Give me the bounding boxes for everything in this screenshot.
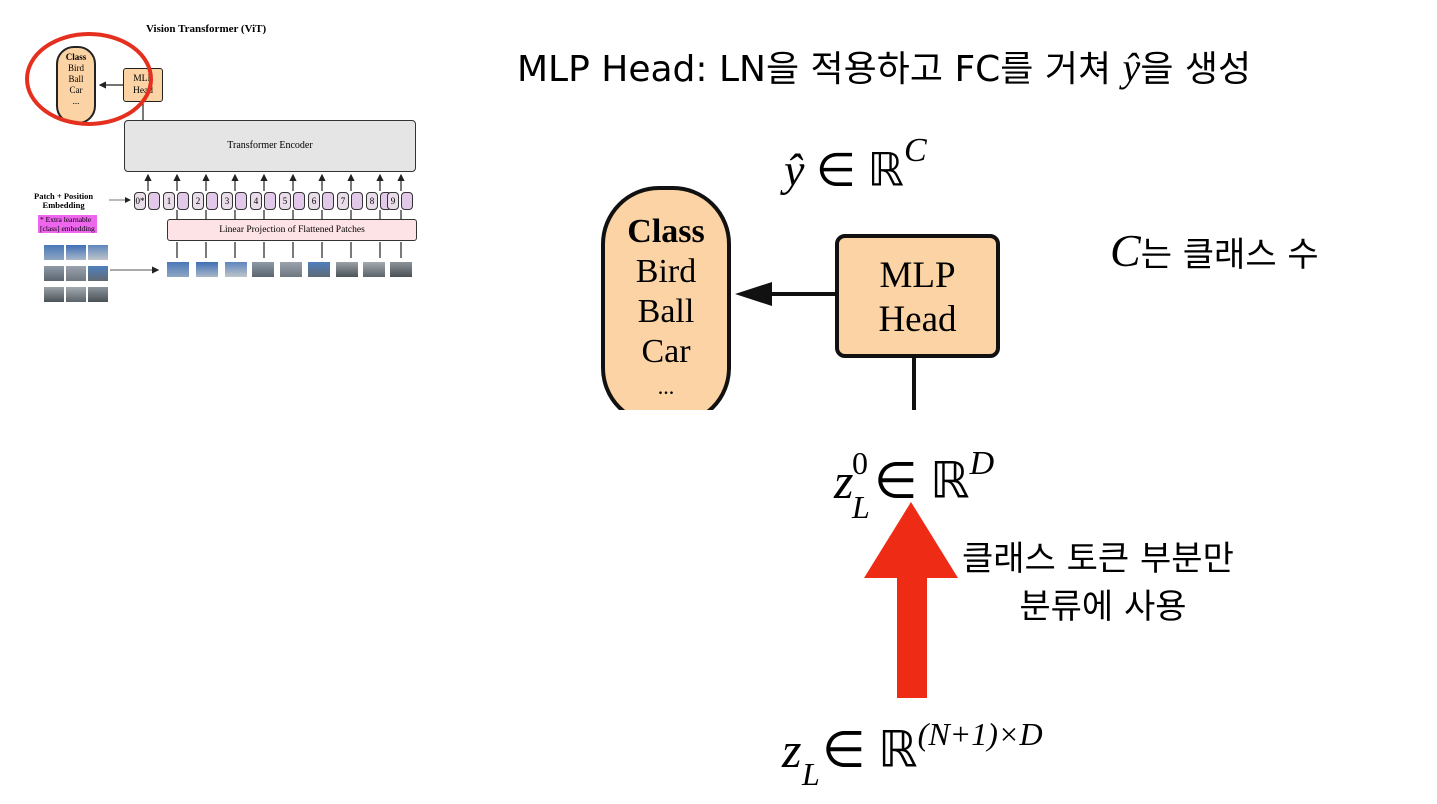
image-patch (88, 245, 108, 260)
thumbnail-position-token: 4 (250, 192, 262, 210)
image-patch (88, 266, 108, 281)
thumbnail-position-token: 8 (366, 192, 378, 210)
thumbnail-position-token: 5 (279, 192, 291, 210)
class-item: Bird (635, 253, 697, 290)
thumbnail-extra-line: * Extra learnable (40, 215, 92, 224)
class-item: ... (657, 374, 675, 399)
output-dimension: C (903, 132, 927, 169)
image-patch (167, 262, 189, 277)
image-patch (88, 287, 108, 302)
class-item: Car (641, 333, 691, 370)
mlp-head-box: MLP Head (835, 234, 1000, 358)
thumbnail-extra-learnable-note: * Extra learnable [class] embedding (38, 215, 97, 233)
mlp-head-line: Head (878, 299, 957, 340)
input-dimension: (N+1)×D (917, 716, 1043, 752)
thumbnail-patch-token (293, 192, 305, 210)
image-patch (44, 266, 64, 281)
thumbnail-class-item: Car (69, 85, 83, 95)
mlp-head-line: MLP (879, 255, 956, 296)
thumbnail-class-item: ... (72, 96, 80, 106)
mlp-to-class-arrowhead (735, 282, 772, 306)
thumbnail-patch-position-label: Patch + Position Embedding (34, 192, 93, 210)
thumbnail-pe-line: Patch + Position (34, 191, 94, 201)
z-symbol: z (782, 721, 802, 778)
image-patch (390, 262, 412, 277)
class-box-title: Class (627, 213, 705, 250)
thumbnail-patch-token (206, 192, 218, 210)
image-patch (66, 287, 86, 302)
thumbnail-class-item: Ball (68, 74, 84, 84)
thumbnail-highlight-ellipse (25, 32, 153, 126)
input-relation: ∈ ℝ (822, 721, 918, 778)
class-token-dimension: D (969, 445, 995, 482)
heading-y-hat: ŷ (1122, 45, 1141, 90)
class-box: Class Bird Ball Car ... (601, 186, 731, 426)
output-relation: ∈ ℝ (815, 144, 904, 196)
thumbnail-position-token: 3 (221, 192, 233, 210)
slide-heading: MLP Head: LN을 적용하고 FC를 거쳐 ŷ을 생성 (517, 40, 1251, 92)
thumbnail-patch-token (148, 192, 160, 210)
input-label: z L ∈ ℝ(N+1)×D (782, 708, 1043, 792)
class-token-relation: ∈ ℝ (874, 452, 970, 509)
crop-mask (590, 410, 750, 440)
thumbnail-mlp-head: MLP Head (123, 68, 163, 102)
z-symbol: z (834, 452, 854, 509)
thumbnail-position-token: 2 (192, 192, 204, 210)
z-subscript: L (802, 755, 820, 792)
thumbnail-position-token: 6 (308, 192, 320, 210)
thumbnail-patch-token (322, 192, 334, 210)
red-arrow-shaft (897, 576, 927, 698)
thumbnail-transformer-encoder: Transformer Encoder (124, 120, 416, 172)
thumbnail-class-item: Bird (67, 63, 84, 73)
thumbnail-patch-token (401, 192, 413, 210)
image-patch (66, 266, 86, 281)
output-label: ŷ ∈ ℝC (784, 132, 927, 196)
thumbnail-mlp-line: MLP (133, 74, 153, 84)
thumbnail-connectors (25, 32, 405, 274)
class-token-label: z 0 L ∈ ℝD (834, 440, 995, 525)
arrow-note: 클래스 토큰 부분만 분류에 사용 (962, 535, 1234, 631)
thumbnail-linear-projection: Linear Projection of Flattened Patches (167, 219, 417, 241)
thumbnail-position-token: 0* (134, 192, 146, 210)
image-patch (66, 245, 86, 260)
heading-suffix: 을 생성 (1140, 49, 1252, 90)
image-patch (44, 287, 64, 302)
c-note: C는 클래스 수 (1110, 224, 1319, 277)
output-symbol: ŷ (784, 144, 805, 196)
class-item: Ball (637, 293, 695, 330)
thumbnail-patch-token (177, 192, 189, 210)
image-patch (363, 262, 385, 277)
thumbnail-patch-token (351, 192, 363, 210)
thumbnail-class-title: Class (65, 52, 87, 62)
thumbnail-patch-token (235, 192, 247, 210)
thumbnail-title: Vision Transformer (ViT) (146, 23, 267, 35)
c-note-variable: C (1110, 225, 1141, 276)
image-patch (336, 262, 358, 277)
image-patch (225, 262, 247, 277)
thumbnail-mlp-line: Head (132, 86, 154, 96)
arrow-note-line: 클래스 토큰 부분만 (962, 539, 1234, 579)
arrow-note-line: 분류에 사용 (1019, 587, 1187, 627)
thumbnail-position-token: 1 (163, 192, 175, 210)
z-subscript: L (852, 488, 870, 525)
thumbnail-pe-line: Embedding (42, 200, 85, 210)
thumbnail-position-token: 9 (387, 192, 399, 210)
z-superscript: 0 (852, 444, 868, 481)
thumbnail-extra-line: [class] embedding (40, 224, 95, 233)
image-patch (280, 262, 302, 277)
image-patch (252, 262, 274, 277)
image-patch (196, 262, 218, 277)
thumbnail-position-token: 7 (337, 192, 349, 210)
thumbnail-patch-token (264, 192, 276, 210)
image-patch (308, 262, 330, 277)
image-patch (44, 245, 64, 260)
heading-prefix: MLP Head: LN을 적용하고 FC를 거쳐 (517, 49, 1123, 90)
red-arrow-head (864, 502, 958, 578)
c-note-text: 는 클래스 수 (1140, 235, 1319, 275)
